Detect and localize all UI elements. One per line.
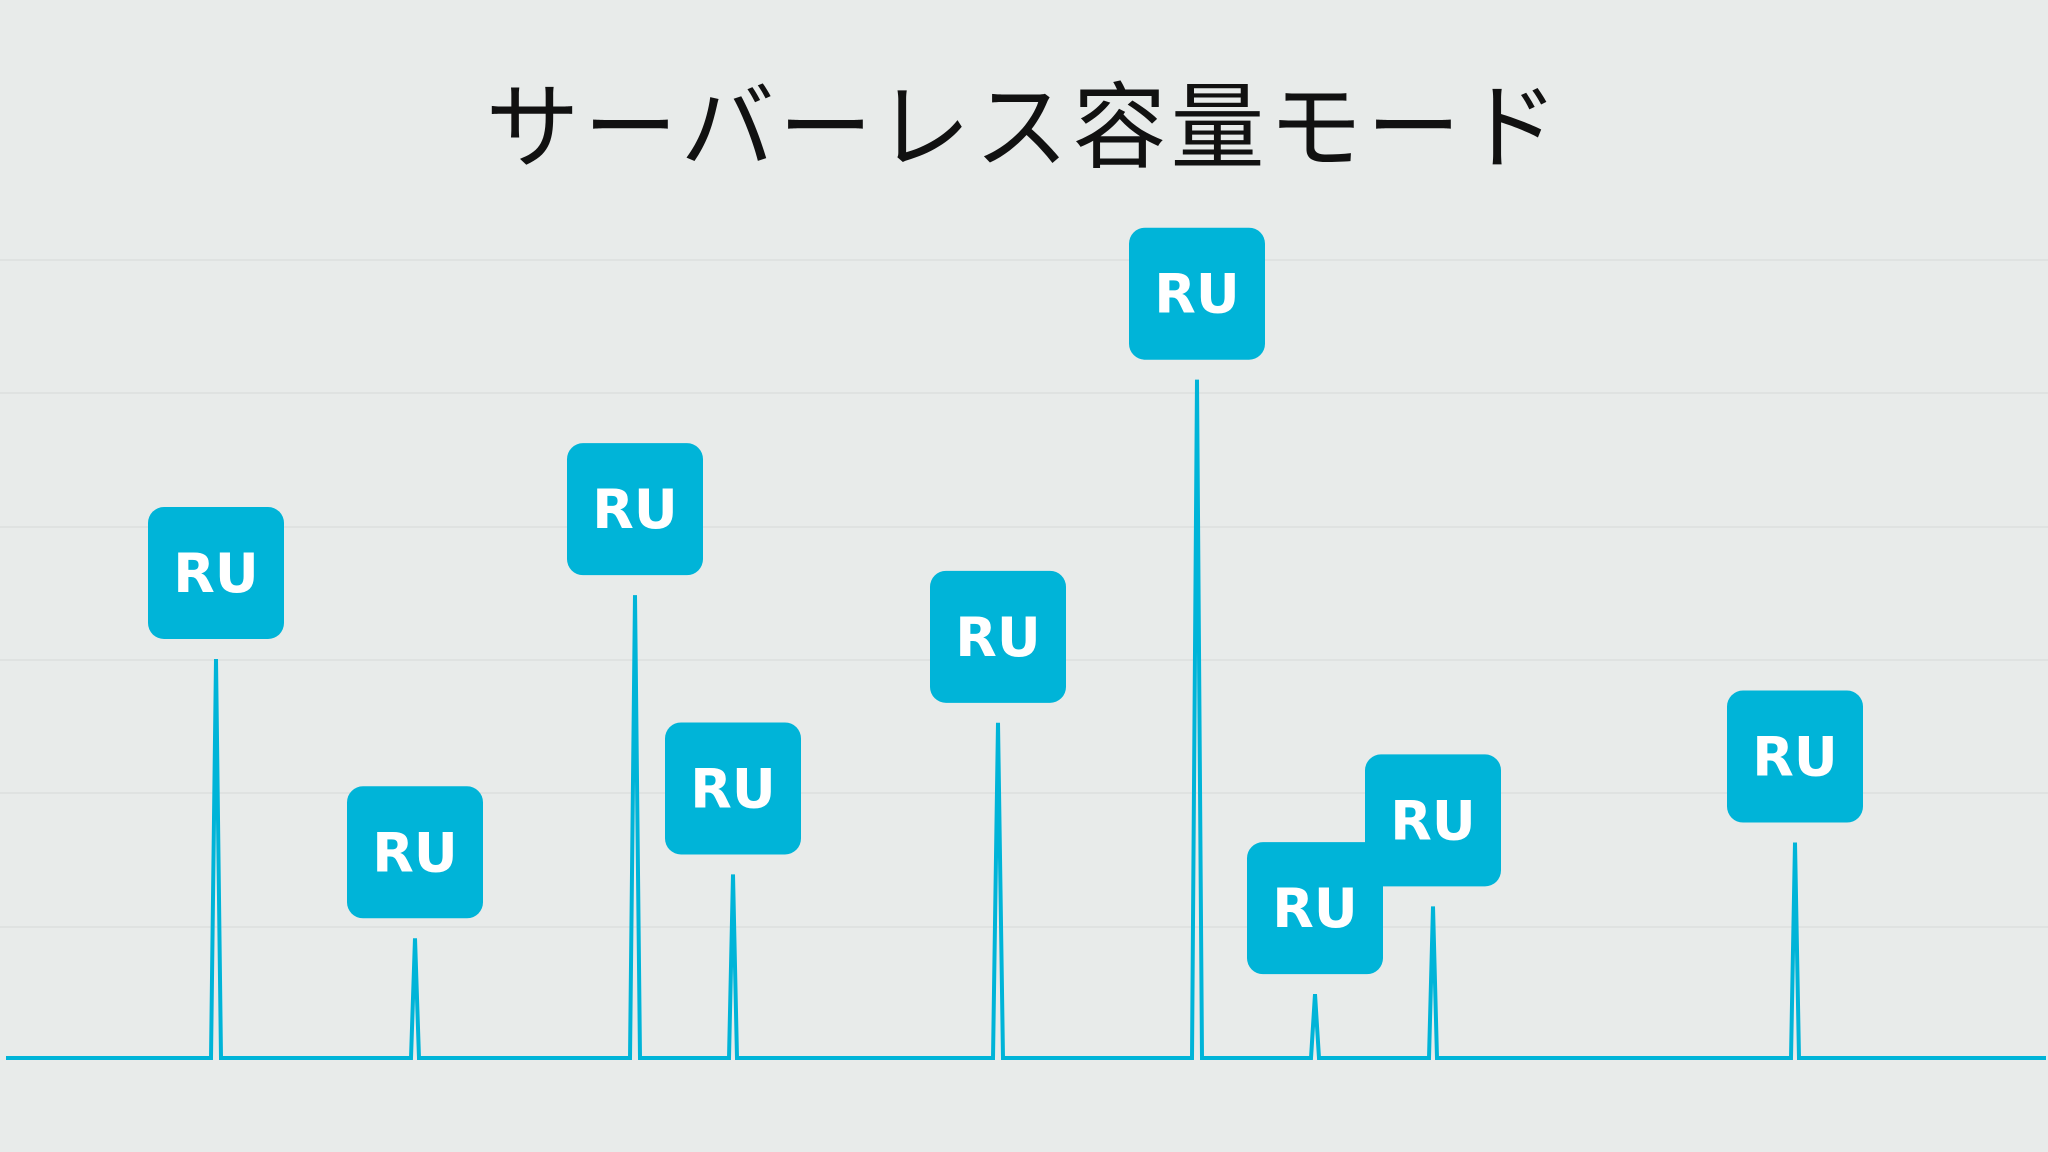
ru-box-background — [930, 570, 1066, 703]
ru-box: RU — [1727, 690, 1863, 823]
ru-box-background — [148, 507, 284, 639]
ru-label: RU — [1752, 726, 1837, 789]
ru-box-background — [665, 722, 801, 855]
ru-box-background — [567, 443, 703, 576]
ru-label: RU — [1390, 789, 1475, 852]
usage-spike-line — [6, 379, 2046, 1060]
ru-label: RU — [173, 542, 258, 605]
page-title: サーバーレス容量モード — [485, 74, 1563, 183]
ru-label: RU — [592, 478, 677, 541]
ru-box-background — [347, 786, 483, 919]
ru-box-background — [1129, 227, 1265, 360]
ru-box-background — [1727, 690, 1863, 823]
ru-box-background — [1365, 754, 1501, 887]
ru-label: RU — [690, 757, 775, 820]
ru-box: RU — [930, 570, 1066, 703]
ru-box: RU — [1247, 842, 1383, 975]
ru-label: RU — [955, 606, 1040, 669]
ru-box-background — [1247, 842, 1383, 975]
ru-box: RU — [148, 507, 284, 639]
ru-box: RU — [567, 443, 703, 576]
ru-label: RU — [372, 821, 457, 884]
ru-box: RU — [1365, 754, 1501, 887]
ru-box: RU — [1129, 227, 1265, 360]
ru-label: RU — [1272, 877, 1357, 940]
ru-box: RU — [347, 786, 483, 919]
ru-label: RU — [1154, 263, 1239, 326]
ru-box: RU — [665, 722, 801, 855]
